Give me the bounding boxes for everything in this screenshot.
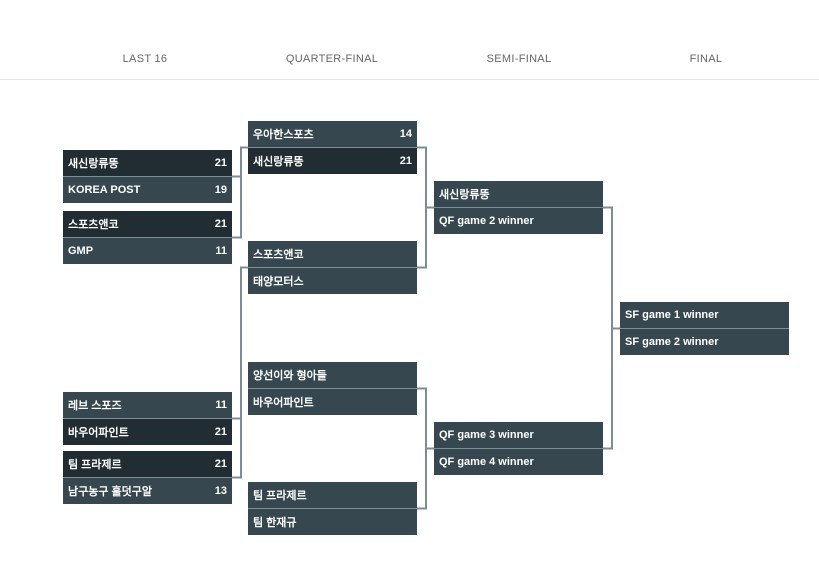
team-row[interactable]: 남구농구 훌덧구알 13 xyxy=(63,478,232,504)
team-name: 팀 프라제르 xyxy=(253,490,307,502)
team-score: 21 xyxy=(214,218,227,230)
team-row[interactable]: 팀 프라제르 xyxy=(248,482,417,508)
team-score: 21 xyxy=(214,426,227,438)
team-name: 스포츠앤코 xyxy=(253,249,304,261)
team-name: 남구농구 훌덧구알 xyxy=(68,486,153,498)
team-row[interactable]: GMP 11 xyxy=(63,238,232,264)
round-label-final: FINAL xyxy=(689,53,723,65)
team-name: 팀 한재규 xyxy=(253,517,297,529)
team-row[interactable]: 새신랑류뚱 21 xyxy=(248,148,417,174)
round-label-last16: LAST 16 xyxy=(122,53,168,65)
team-name: 새신랑류뚱 xyxy=(68,158,119,170)
team-name: QF game 3 winner xyxy=(439,429,534,441)
team-score: 19 xyxy=(214,184,227,196)
team-name: 바우어파인트 xyxy=(253,397,314,409)
round-label-semifinal: SEMI-FINAL xyxy=(486,53,552,65)
team-row[interactable]: 팀 프라제르 21 xyxy=(63,451,232,477)
team-score: 11 xyxy=(215,399,227,411)
team-score: 21 xyxy=(214,157,227,169)
team-name: 새신랑류뚱 xyxy=(253,156,304,168)
team-name: 양선이와 형아들 xyxy=(253,370,327,382)
team-row[interactable]: 새신랑류뚱 21 xyxy=(63,150,232,176)
team-row[interactable]: QF game 4 winner xyxy=(434,449,603,475)
round-header: LAST 16 QUARTER-FINAL SEMI-FINAL FINAL xyxy=(0,0,819,80)
team-name: SF game 1 winner xyxy=(625,309,719,321)
team-score: 13 xyxy=(214,485,227,497)
team-row[interactable]: SF game 2 winner xyxy=(620,329,789,355)
team-row[interactable]: 레브 스포즈 11 xyxy=(63,392,232,418)
team-score: 21 xyxy=(399,155,412,167)
team-name: 새신랑류뚱 xyxy=(439,189,490,201)
team-row[interactable]: QF game 2 winner xyxy=(434,208,603,234)
team-score: 11 xyxy=(215,245,227,257)
team-row[interactable]: 우아한스포츠 14 xyxy=(248,121,417,147)
team-name: 태양모터스 xyxy=(253,276,304,288)
team-name: 레브 스포즈 xyxy=(68,400,122,412)
team-row[interactable]: 양선이와 형아들 xyxy=(248,362,417,388)
team-row[interactable]: 바우어파인트 xyxy=(248,389,417,415)
team-name: 스포츠앤코 xyxy=(68,219,119,231)
team-row[interactable]: 스포츠앤코 xyxy=(248,241,417,267)
team-row[interactable]: KOREA POST 19 xyxy=(63,177,232,203)
team-score: 14 xyxy=(399,128,412,140)
team-row[interactable]: 태양모터스 xyxy=(248,268,417,294)
team-row[interactable]: 새신랑류뚱 xyxy=(434,181,603,207)
team-row[interactable]: SF game 1 winner xyxy=(620,302,789,328)
team-name: GMP xyxy=(68,245,94,257)
team-name: 팀 프라제르 xyxy=(68,459,122,471)
team-name: SF game 2 winner xyxy=(625,336,719,348)
team-name: 우아한스포츠 xyxy=(253,129,314,141)
team-name: 바우어파인트 xyxy=(68,427,129,439)
team-row[interactable]: QF game 3 winner xyxy=(434,422,603,448)
team-row[interactable]: 스포츠앤코 21 xyxy=(63,211,232,237)
team-row[interactable]: 바우어파인트 21 xyxy=(63,419,232,445)
team-row[interactable]: 팀 한재규 xyxy=(248,509,417,535)
round-label-quarterfinal: QUARTER-FINAL xyxy=(285,53,379,65)
team-score: 21 xyxy=(214,458,227,470)
team-name: QF game 2 winner xyxy=(439,215,534,227)
team-name: KOREA POST xyxy=(68,184,141,196)
team-name: QF game 4 winner xyxy=(439,456,534,468)
